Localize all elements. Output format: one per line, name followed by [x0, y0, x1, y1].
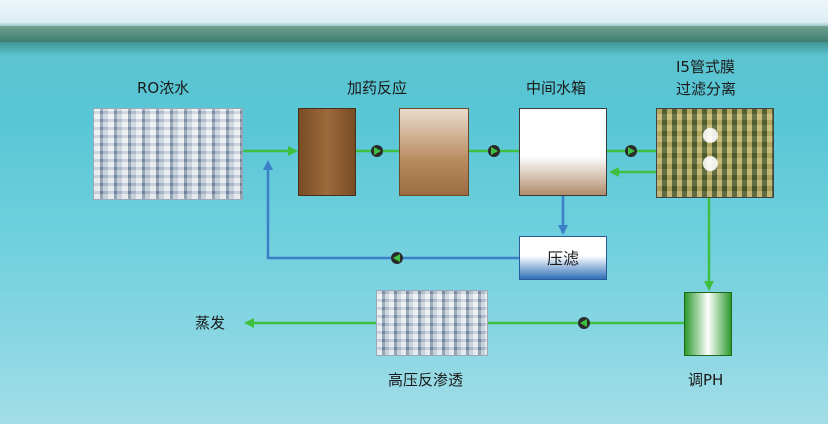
label-evaporation: 蒸发 — [195, 314, 226, 332]
ro-equipment-image — [93, 108, 243, 200]
label-intermediate-tank: 中间水箱 — [526, 79, 587, 97]
pump-marker-return-blue — [391, 252, 403, 264]
label-tubular-membrane-1: I5管式膜 — [676, 58, 735, 76]
pump-marker-3 — [625, 145, 637, 157]
tubular-membrane-image — [656, 108, 774, 198]
pump-marker-2 — [488, 145, 500, 157]
island-horizon — [0, 26, 828, 42]
pump-marker-1 — [371, 145, 383, 157]
label-filter-press: 压滤 — [547, 249, 580, 268]
dosing-reactor-1 — [298, 108, 356, 196]
label-dosing-reaction: 加药反应 — [347, 79, 408, 97]
high-pressure-ro-image — [376, 290, 488, 356]
pump-marker-ph — [578, 317, 590, 329]
label-ph-adjust: 调PH — [688, 371, 724, 389]
ph-adjust-column — [684, 292, 732, 356]
flow-filterpress-return — [263, 160, 519, 260]
label-high-pressure-ro: 高压反渗透 — [388, 371, 464, 389]
filter-press-box — [519, 236, 607, 280]
dosing-reactor-2 — [399, 108, 469, 196]
intermediate-tank — [519, 108, 607, 196]
label-ro-concentrate: RO浓水 — [137, 79, 190, 97]
label-tubular-membrane-2: 过滤分离 — [676, 80, 737, 98]
